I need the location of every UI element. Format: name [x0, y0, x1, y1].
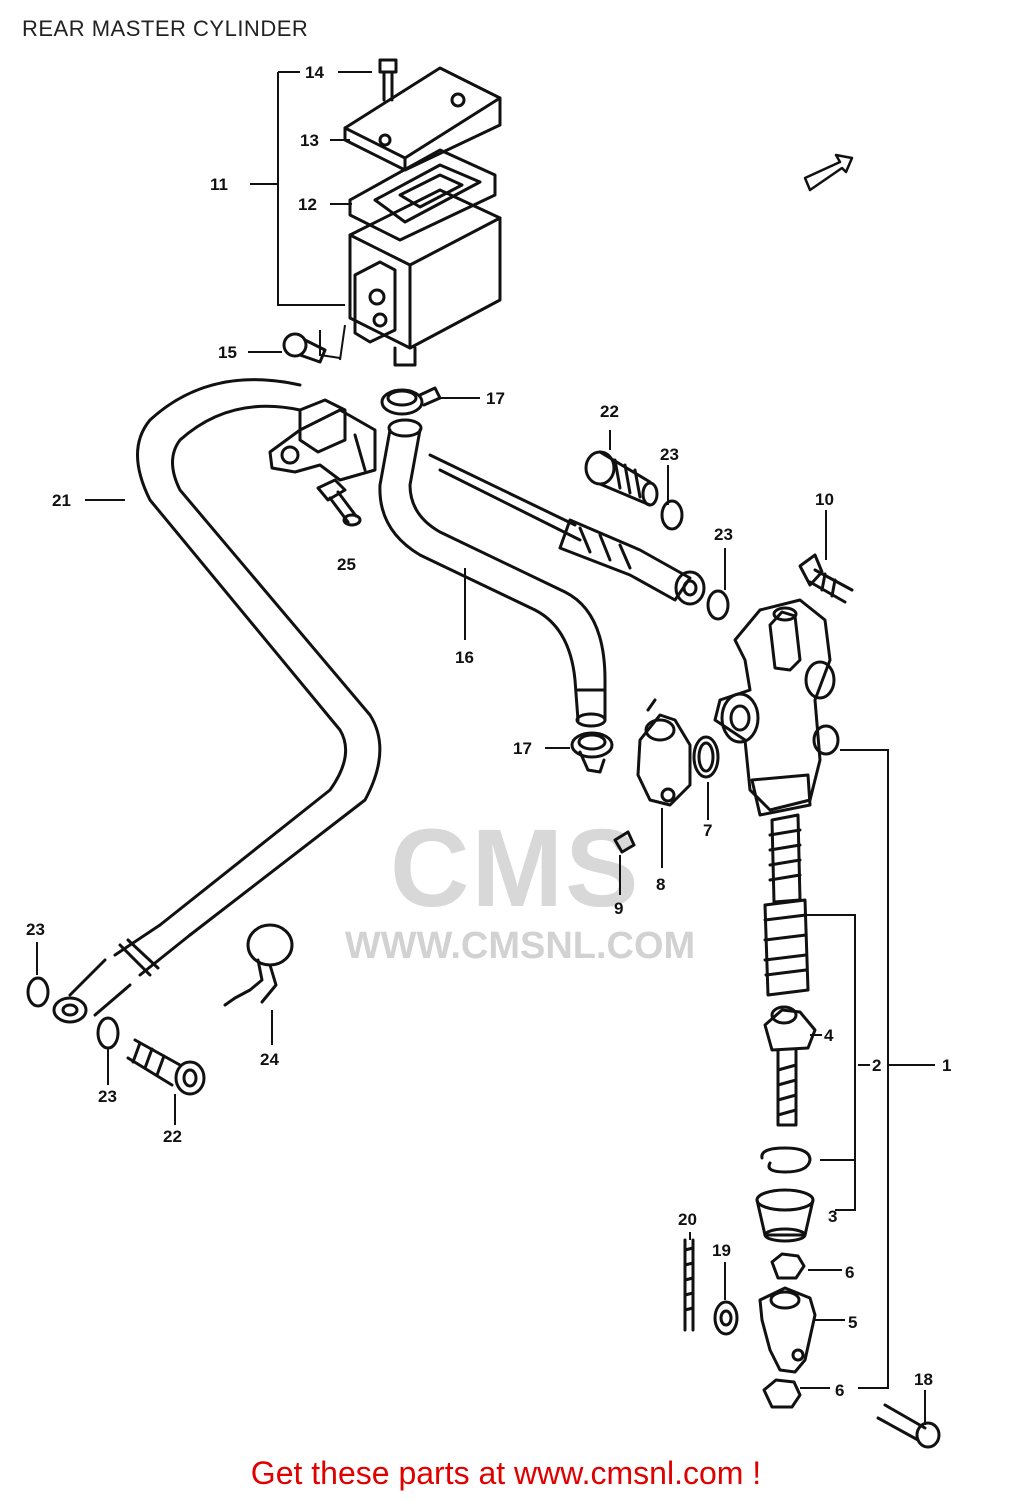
callout-19: 19 [712, 1241, 731, 1260]
callout-22-lower: 22 [163, 1127, 182, 1146]
hose-clamp-lower-part [570, 731, 614, 774]
reservoir-body-part [348, 188, 502, 367]
footer-parts-link[interactable]: Get these parts at www.cmsnl.com ! [250, 1455, 762, 1491]
reservoir-hose-part [378, 418, 607, 728]
callout-15: 15 [218, 343, 237, 362]
callout-1: 1 [942, 1056, 951, 1075]
callout-11: 11 [210, 175, 228, 194]
callout-23-lower-b: 23 [98, 1087, 117, 1106]
nut-6-upper-part [770, 1252, 806, 1280]
callout-13: 13 [300, 131, 319, 150]
hose-banjo-bracket-part [268, 398, 377, 482]
watermark-url: WWW.CMSNL.COM [344, 925, 696, 967]
diagram-title: REAR MASTER CYLINDER [22, 16, 309, 41]
piston-assembly-part [763, 813, 817, 1127]
callout-7: 7 [703, 821, 712, 840]
callout-3: 3 [828, 1207, 837, 1226]
callout-17-top: 17 [486, 389, 505, 408]
front-direction-arrow [803, 153, 854, 192]
clamp-24-part [223, 923, 294, 1007]
master-cylinder-body-part [713, 598, 840, 817]
callout-18: 18 [914, 1370, 933, 1389]
o-ring-7-part [692, 735, 720, 779]
callout-5: 5 [848, 1313, 857, 1332]
banjo-bolt-lower-part [126, 1038, 206, 1096]
callout-25: 25 [337, 555, 356, 574]
screw-9-part [613, 830, 636, 854]
pin-18-part [876, 1403, 941, 1449]
callout-6-upper: 6 [845, 1263, 854, 1282]
callout-17-lower: 17 [513, 739, 532, 758]
diaphragm-part [348, 148, 497, 242]
washer-23-upper-part [660, 499, 730, 621]
bolt-25-part [316, 478, 362, 527]
callout-21: 21 [52, 491, 71, 510]
callout-12: 12 [298, 195, 317, 214]
callout-8: 8 [656, 875, 665, 894]
nut-6-lower-part [762, 1378, 802, 1409]
brake-hose-21-part [52, 378, 382, 1024]
callout-23-upper-a: 23 [660, 445, 679, 464]
reservoir-cap-part [343, 66, 502, 172]
watermark-brand: CMS [390, 807, 641, 930]
upper-hose-fitting-part [428, 453, 706, 606]
callout-23-upper-b: 23 [714, 525, 733, 544]
bolt-10-part [798, 553, 854, 604]
callout-23-lower-a: 23 [26, 920, 45, 939]
callout-9: 9 [614, 899, 623, 918]
callout-10: 10 [815, 490, 834, 509]
connector-8-part [636, 698, 692, 807]
callout-2: 2 [872, 1056, 881, 1075]
callout-14: 14 [305, 63, 324, 82]
boot-3-part [755, 1188, 815, 1243]
pin-20-part [683, 1238, 695, 1332]
bolt-15-part [282, 332, 327, 364]
hose-clamp-top-part [380, 386, 442, 416]
callout-4: 4 [824, 1026, 834, 1045]
callout-16: 16 [455, 648, 474, 667]
clevis-5-part [758, 1286, 817, 1374]
circlip-part [760, 1146, 812, 1174]
banjo-bolt-upper-part [584, 450, 659, 507]
callout-6-lower: 6 [835, 1381, 844, 1400]
reservoir-screw-part [378, 58, 398, 102]
callout-24: 24 [260, 1050, 279, 1069]
washer-19-part [713, 1300, 739, 1336]
callout-22-upper: 22 [600, 402, 619, 421]
callout-20: 20 [678, 1210, 697, 1229]
